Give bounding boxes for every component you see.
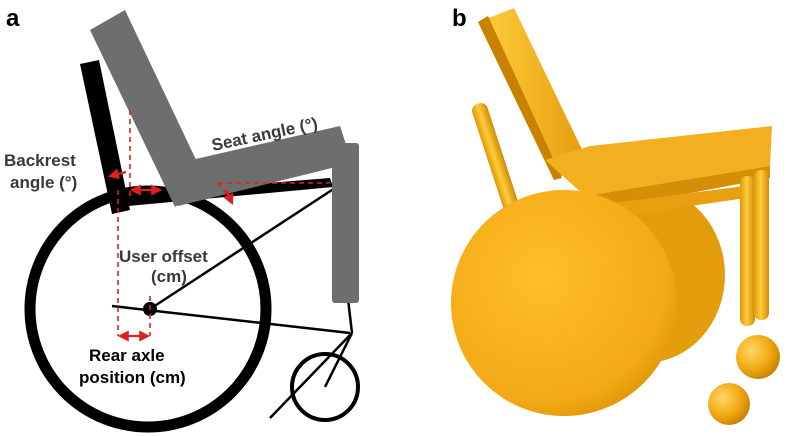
user-offset-label-line1: User offset (119, 247, 208, 266)
panel-b-letter: b (452, 5, 467, 32)
dimension-arrows (107, 168, 234, 342)
panel-b: b (451, 5, 780, 425)
backrest-3d (478, 8, 588, 180)
near-rear-wheel (451, 190, 677, 416)
user-shin (332, 143, 359, 303)
caster-ball-lower (708, 383, 750, 425)
panel-a: a (4, 5, 360, 433)
backrest-angle-label-line1: Backrest (4, 151, 76, 170)
rear-axle-label-line1: Rear axle (89, 346, 165, 365)
user-back (90, 10, 208, 207)
user-thigh (165, 126, 352, 206)
seat-cushion-front (585, 166, 770, 212)
caster-ball-upper (736, 335, 780, 379)
caster-wheel (290, 352, 360, 422)
panel-a-letter: a (6, 5, 20, 32)
backrest-edge (478, 16, 562, 180)
backrest-angle-arrow (107, 168, 127, 180)
user-body (90, 10, 359, 303)
rear-axle-label-line2: position (cm) (79, 368, 186, 387)
front-leg-back (740, 176, 755, 326)
user-offset-label-line2: (cm) (151, 267, 187, 286)
seat-cushion-top (545, 126, 772, 196)
backrest-angle-label-line2: angle (°) (10, 173, 77, 192)
seat-angle-arrow (223, 189, 234, 205)
front-leg-front (754, 170, 769, 320)
